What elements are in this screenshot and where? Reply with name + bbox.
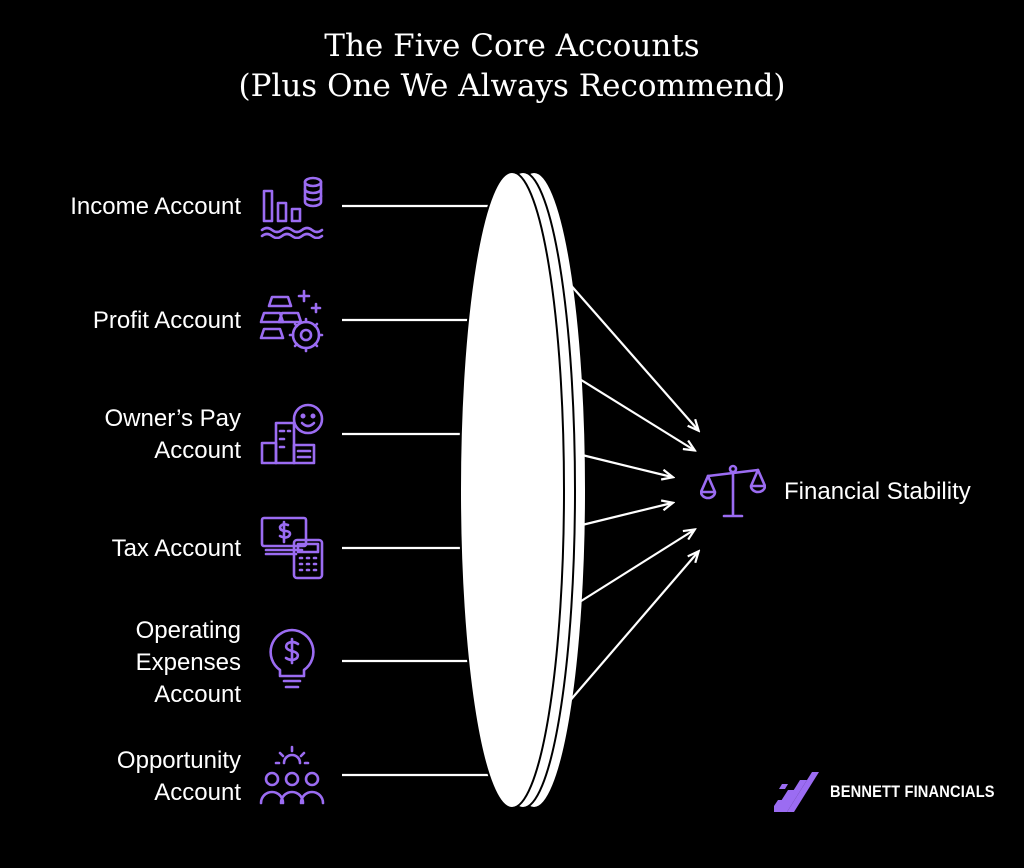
output-arrow-2 <box>577 377 694 450</box>
operating-expenses-account-label: Operating Expenses Account <box>135 617 241 708</box>
financial-stability-label: Financial Stability <box>784 478 971 505</box>
brand-logo: BENNETT FINANCIALS <box>774 772 1022 812</box>
output-arrow-4 <box>581 503 672 527</box>
input-lines <box>342 204 505 777</box>
team-idea-icon <box>258 743 326 809</box>
opportunity-account-label: Opportunity Account <box>116 747 241 806</box>
title-line-2: (Plus One We Always Recommend) <box>238 68 786 104</box>
gold-bars-gear-icon <box>258 287 326 353</box>
output-arrow-1 <box>567 281 698 430</box>
owners-pay-account-label: Owner’s Pay Account <box>104 405 242 464</box>
balance-scale-icon <box>699 460 767 520</box>
brand-name: BENNETT FINANCIALS <box>830 782 995 801</box>
tax-account-label: Tax Account <box>111 535 241 562</box>
output-arrow-5 <box>577 530 694 604</box>
brand-slash-logo-icon <box>774 772 819 812</box>
income-account-label: Income Account <box>70 193 241 220</box>
output-arrow-6 <box>567 552 698 704</box>
owner-building-person-icon <box>258 401 326 467</box>
title-line-1: The Five Core Accounts <box>324 28 700 64</box>
income-chart-coins-icon <box>258 173 326 240</box>
focusing-lens <box>459 171 587 809</box>
dollar-lightbulb-icon <box>258 626 326 692</box>
profit-account-label: Profit Account <box>92 307 241 334</box>
output-arrows <box>567 281 698 704</box>
output-arrow-3 <box>581 453 672 477</box>
lens-front-face <box>459 171 565 809</box>
diagram-title: The Five Core Accounts (Plus One We Alwa… <box>0 26 1024 106</box>
cash-calculator-icon <box>258 514 326 580</box>
